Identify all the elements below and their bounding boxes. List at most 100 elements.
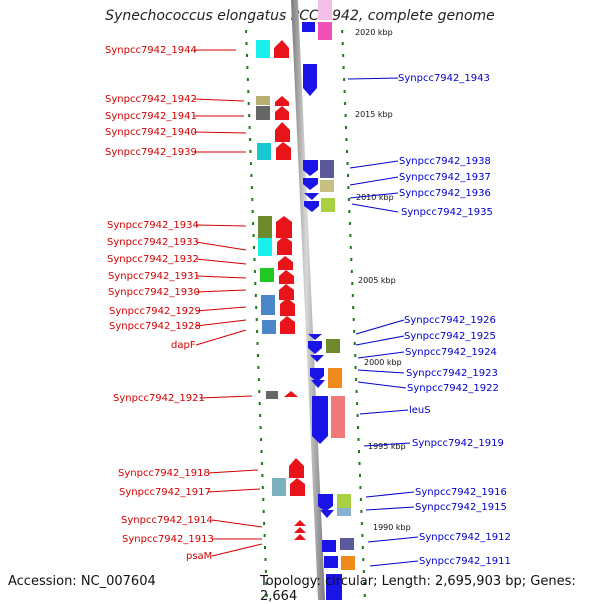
gene-arrow[interactable] [310, 355, 324, 362]
gene-arrow[interactable] [318, 494, 333, 512]
tick-dot [349, 246, 352, 249]
gene-arrow[interactable] [289, 458, 304, 478]
gene-label[interactable]: Synpcc7942_1931 [108, 271, 200, 282]
gene-arrow[interactable] [279, 270, 294, 284]
gene-label[interactable]: Synpcc7942_1940 [105, 127, 197, 138]
tick-label: 2000 kbp [364, 358, 402, 367]
gene-label[interactable]: Synpcc7942_1941 [105, 111, 197, 122]
gene-label[interactable]: Synpcc7942_1926 [404, 315, 496, 326]
gene-arrow[interactable] [304, 201, 319, 212]
gene-arrow[interactable] [303, 160, 318, 176]
gene-label[interactable]: Synpcc7942_1938 [399, 156, 491, 167]
gene-label[interactable]: Synpcc7942_1943 [398, 73, 490, 84]
cog-box [257, 143, 271, 160]
gene-label[interactable]: Synpcc7942_1939 [105, 147, 197, 158]
gene-arrow[interactable] [302, 22, 315, 32]
reverse-cog-boxes [318, 0, 355, 570]
gene-arrow[interactable] [308, 341, 322, 354]
gene-arrow[interactable] [311, 380, 325, 388]
cog-box [328, 378, 342, 388]
gene-label[interactable]: Synpcc7942_1944 [105, 45, 197, 56]
gene-label[interactable]: psaM [186, 551, 212, 562]
gene-label[interactable]: Synpcc7942_1928 [109, 321, 201, 332]
tick-dot [245, 30, 248, 33]
gene-arrow[interactable] [308, 334, 322, 340]
gene-arrow[interactable] [280, 316, 295, 334]
gene-label[interactable]: Synpcc7942_1935 [401, 207, 493, 218]
tick-dot [354, 354, 357, 357]
tick-dot [347, 174, 349, 177]
gene-label[interactable]: Synpcc7942_1923 [406, 368, 498, 379]
gene-label[interactable]: Synpcc7942_1914 [121, 515, 213, 526]
tick-dot [352, 318, 355, 321]
gene-label[interactable]: Synpcc7942_1918 [118, 468, 210, 479]
cog-box [340, 538, 354, 550]
gene-label[interactable]: Synpcc7942_1929 [109, 306, 201, 317]
gene-label[interactable]: Synpcc7942_1912 [419, 532, 511, 543]
gene-arrow[interactable] [276, 142, 291, 160]
gene-arrow[interactable] [275, 96, 289, 106]
gene-label[interactable]: Synpcc7942_1913 [122, 534, 214, 545]
gene-label[interactable]: Synpcc7942_1932 [107, 254, 199, 265]
tick-label: 2005 kbp [358, 276, 396, 285]
gene-arrow[interactable] [294, 534, 306, 540]
gene-label[interactable]: Synpcc7942_1937 [399, 172, 491, 183]
cog-box [256, 40, 270, 58]
gene-label[interactable]: Synpcc7942_1936 [399, 188, 491, 199]
gene-label[interactable]: Synpcc7942_1930 [108, 287, 200, 298]
gene-arrow[interactable] [276, 216, 292, 238]
gene-arrow[interactable] [277, 236, 292, 255]
tick-dot [254, 294, 257, 297]
tick-dot [361, 534, 364, 537]
gene-label[interactable]: Synpcc7942_1919 [412, 438, 504, 449]
gene-arrow[interactable] [279, 284, 294, 300]
gene-label[interactable]: Synpcc7942_1942 [105, 94, 197, 105]
gene-arrow[interactable] [280, 298, 295, 316]
gene-arrow[interactable] [312, 396, 328, 444]
gene-arrow[interactable] [303, 178, 318, 190]
tick-dot [247, 90, 250, 93]
gene-arrow[interactable] [275, 122, 290, 142]
gene-label[interactable]: leuS [409, 405, 431, 416]
gene-arrow[interactable] [284, 391, 298, 397]
gene-arrow[interactable] [274, 40, 289, 58]
gene-arrow[interactable] [310, 368, 324, 382]
gene-arrow[interactable] [294, 520, 306, 526]
tick-dot [251, 198, 254, 201]
gene-label[interactable]: Synpcc7942_1921 [113, 393, 205, 404]
gene-arrow[interactable] [278, 256, 293, 270]
left-labels: Synpcc7942_1944 Synpcc7942_1942 Synpcc79… [105, 45, 214, 562]
cog-box [260, 268, 274, 282]
tick-dot [347, 186, 350, 189]
gene-arrow[interactable] [324, 556, 338, 568]
tick-dot [249, 150, 252, 153]
tick-dot [264, 546, 266, 549]
gene-arrow[interactable] [290, 478, 305, 496]
gene-arrow[interactable] [322, 540, 336, 552]
tick-dot [246, 54, 248, 57]
gene-arrow[interactable] [304, 193, 319, 200]
tick-dot [262, 498, 265, 501]
tick-dot [346, 150, 348, 153]
gene-arrow[interactable] [303, 64, 317, 96]
tick-dot [359, 486, 362, 489]
gene-label[interactable]: Synpcc7942_1925 [404, 331, 496, 342]
gene-label[interactable]: Synpcc7942_1917 [119, 487, 211, 498]
gene-label[interactable]: Synpcc7942_1915 [415, 502, 507, 513]
gene-label[interactable]: Synpcc7942_1934 [107, 220, 199, 231]
cog-box [337, 494, 351, 508]
tick-dot [353, 342, 356, 345]
gene-arrow[interactable] [326, 574, 342, 600]
gene-label[interactable]: Synpcc7942_1916 [415, 487, 507, 498]
tick-dot [253, 258, 256, 261]
gene-arrow[interactable] [294, 527, 306, 533]
gene-arrow[interactable] [320, 510, 334, 518]
gene-label[interactable]: Synpcc7942_1933 [107, 237, 199, 248]
tick-label: 1995 kbp [368, 442, 406, 451]
gene-label[interactable]: Synpcc7942_1911 [419, 556, 511, 567]
gene-arrow[interactable] [275, 106, 289, 120]
gene-label[interactable]: Synpcc7942_1924 [405, 347, 497, 358]
gene-label[interactable]: dapF [171, 340, 196, 351]
gene-label[interactable]: Synpcc7942_1922 [407, 383, 499, 394]
tick-dot [347, 198, 350, 201]
